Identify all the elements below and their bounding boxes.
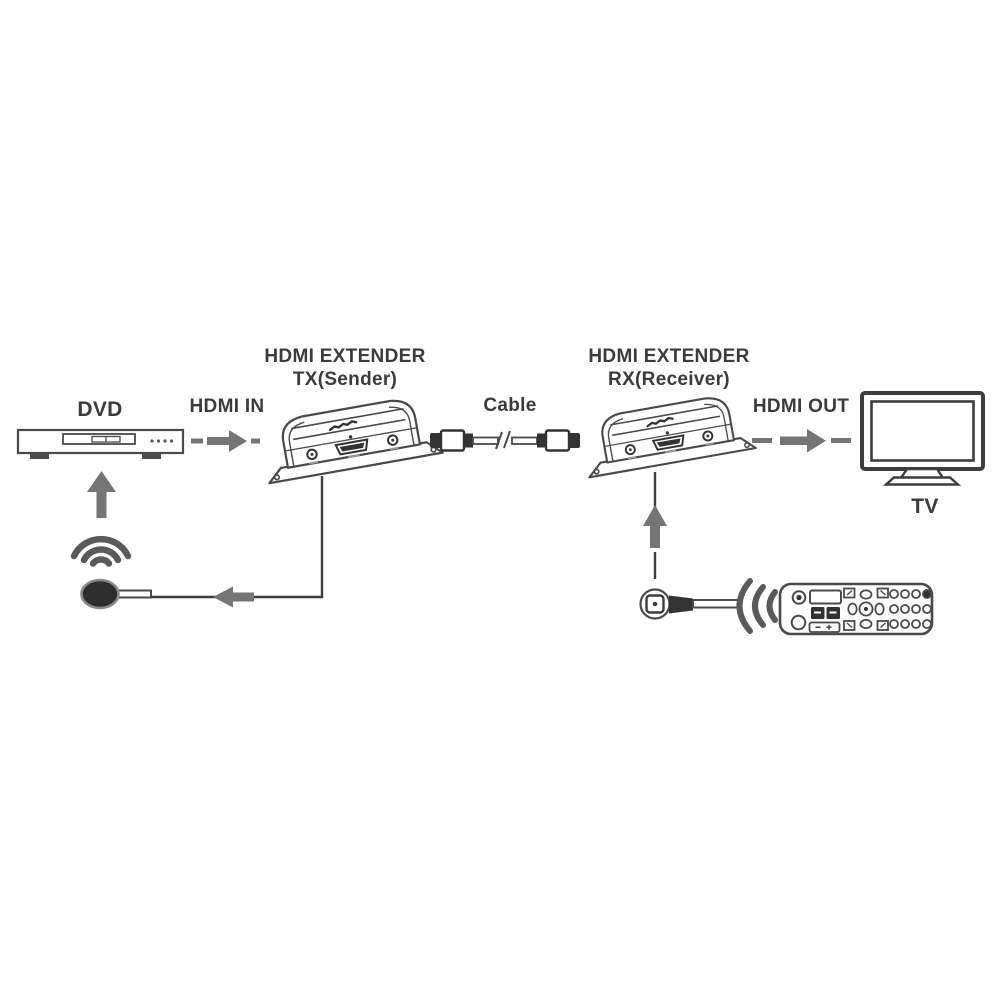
keypad-button: [922, 589, 932, 599]
rx-title-line1: HDMI EXTENDER: [588, 346, 750, 367]
tx-extender-icon: [257, 392, 444, 485]
keypad-button: [911, 619, 921, 629]
panel-dot: [169, 439, 174, 443]
dpad-left: [847, 602, 858, 616]
tx-ir-wire: [152, 476, 324, 608]
rx-extender-icon: [578, 390, 757, 479]
tx-title-line2: TX(Sender): [292, 369, 398, 390]
keypad-button: [889, 619, 899, 629]
hdmi-in-label: HDMI IN: [189, 396, 265, 417]
ir-signal-up-icon: [70, 535, 132, 567]
ir-to-dvd-arrow: [87, 471, 116, 518]
keypad-button: [900, 589, 910, 599]
ir-receiver-icon: [80, 578, 152, 610]
hdmi-out-label: HDMI OUT: [752, 396, 850, 417]
tv-screen: [870, 400, 975, 462]
keypad-button: [889, 589, 899, 599]
remote-control-icon: [778, 582, 934, 636]
rx-title: HDMI EXTENDER RX(Receiver): [588, 345, 749, 391]
cable-break-mark: [503, 430, 511, 449]
keypad-button: [911, 604, 921, 614]
tv-stand-base: [882, 476, 962, 486]
ir-signal-left-icon: [736, 578, 778, 634]
dpad-up: [859, 589, 873, 600]
cable-break-mark: [495, 431, 503, 450]
tv-icon: [860, 391, 985, 486]
keypad-button: [911, 589, 921, 599]
keypad-button: [900, 604, 910, 614]
rx-title-line2: RX(Receiver): [608, 369, 730, 390]
display-button: [809, 589, 842, 605]
tv-label: TV: [911, 495, 939, 518]
tx-title-line1: HDMI EXTENDER: [264, 346, 426, 367]
panel-dot: [150, 439, 154, 443]
hdmi-out-arrow: [752, 429, 851, 453]
round-button: [790, 614, 807, 631]
dpad-down: [859, 618, 873, 630]
tx-title: HDMI EXTENDER TX(Sender): [264, 345, 425, 391]
hdmi-in-arrow: [191, 430, 260, 452]
dvd-player-icon: [16, 428, 185, 459]
keypad-button: [889, 604, 899, 614]
dvd-label: DVD: [77, 398, 123, 421]
panel-dot: [163, 439, 167, 443]
panel-dot: [156, 439, 161, 443]
ir-wire-left-arrow: [213, 586, 254, 608]
ir-to-rx-arrow: [643, 472, 667, 579]
cable-label: Cable: [483, 395, 537, 416]
keypad-button: [922, 619, 932, 629]
cable-icon: [430, 429, 580, 452]
dpad-right: [874, 602, 885, 616]
volume-bar-button: [808, 621, 841, 633]
keypad-button: [922, 604, 932, 614]
keypad-button: [900, 619, 910, 629]
ir-emitter-icon: [639, 588, 741, 620]
